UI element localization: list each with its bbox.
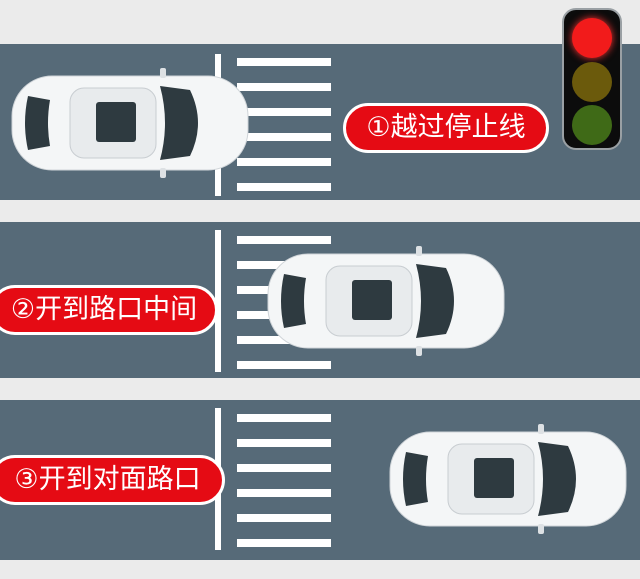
crosswalk-stripe	[237, 83, 331, 91]
crosswalk-stripe	[237, 108, 331, 116]
step-1-label: ①越过停止线	[343, 103, 549, 153]
green-lamp	[572, 105, 612, 145]
car-2	[266, 246, 506, 360]
red-lamp	[572, 18, 612, 58]
crosswalk-stripe	[237, 58, 331, 66]
crosswalk-stripe	[237, 489, 331, 497]
yellow-lamp	[572, 62, 612, 102]
crosswalk-stripe	[237, 236, 331, 244]
step-3-label: ③开到对面路口	[0, 455, 225, 505]
crosswalk-stripe	[237, 539, 331, 547]
car-3	[388, 424, 628, 538]
stop-line	[215, 230, 221, 372]
crosswalk-stripe	[237, 361, 331, 369]
step-2-label: ②开到路口中间	[0, 285, 218, 335]
crosswalk-stripe	[237, 464, 331, 472]
crosswalk-stripe	[237, 439, 331, 447]
crosswalk-stripe	[237, 133, 331, 141]
crosswalk-stripe	[237, 514, 331, 522]
crosswalk-stripe	[237, 414, 331, 422]
crosswalk-stripe	[237, 183, 331, 191]
traffic-light	[562, 8, 622, 150]
car-1	[10, 68, 250, 182]
crosswalk-stripe	[237, 158, 331, 166]
